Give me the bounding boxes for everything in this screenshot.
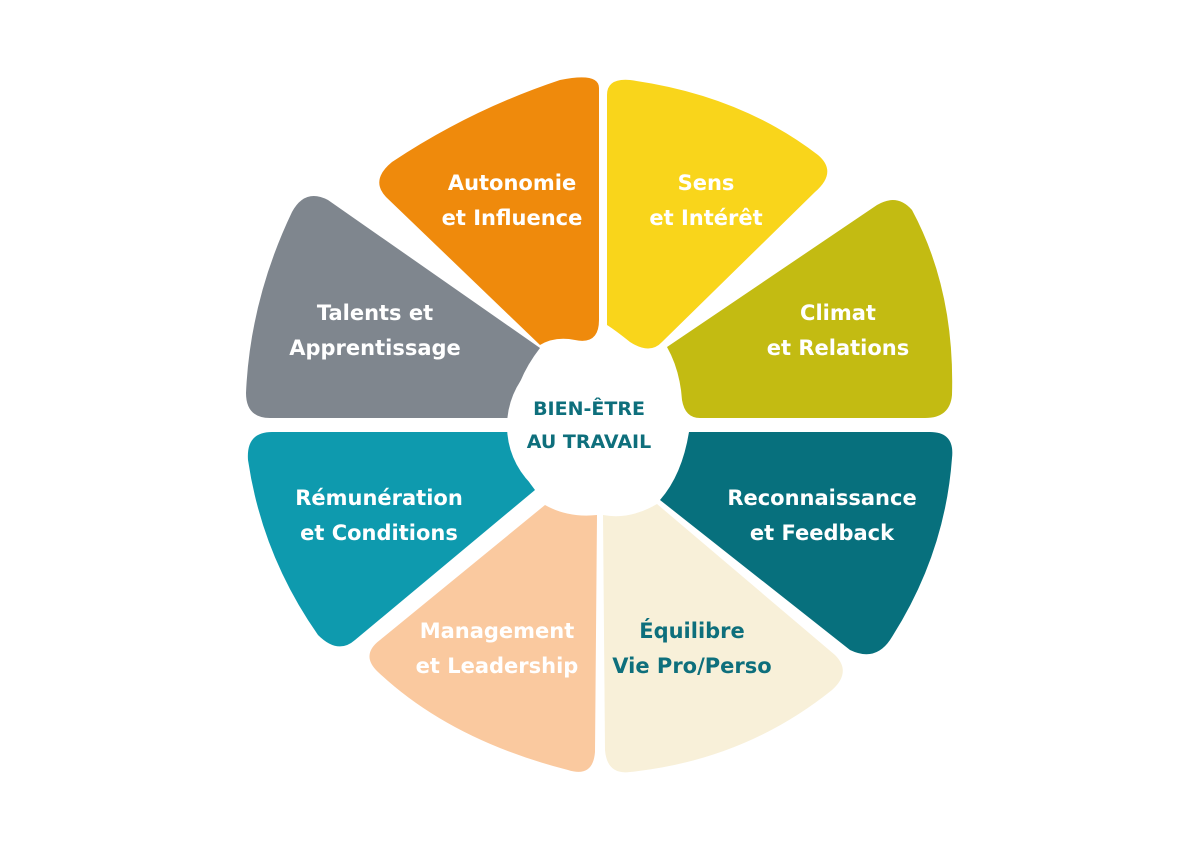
segment-talents-line1: Talents et <box>316 301 434 325</box>
center-hub: BIEN-ÊTRE AU TRAVAIL <box>507 344 671 508</box>
petal-reconnaissance <box>660 432 953 655</box>
segment-label-sens: Sens et Intérêt <box>601 166 811 236</box>
petal-autonomie <box>379 77 599 345</box>
segment-label-talents: Talents et Apprentissage <box>265 296 485 366</box>
petal-equilibre <box>603 504 843 773</box>
segment-climat-line2: et Relations <box>766 336 910 360</box>
segment-label-reconnaissance: Reconnaissance et Feedback <box>712 481 932 551</box>
segment-equilibre-line2: Vie Pro/Perso <box>612 654 772 678</box>
segment-label-climat: Climat et Relations <box>733 296 943 366</box>
center-title-line1: BIEN-ÊTRE <box>533 398 645 420</box>
segment-reconnaissance-line2: et Feedback <box>749 521 895 545</box>
center-title-line2: AU TRAVAIL <box>526 431 652 453</box>
segment-label-autonomie: Autonomie et Influence <box>407 166 617 236</box>
segment-climat-line1: Climat <box>800 301 876 325</box>
segment-label-equilibre: Équilibre Vie Pro/Perso <box>587 614 797 684</box>
segment-label-management: Management et Leadership <box>392 614 602 684</box>
petal-management <box>369 505 597 772</box>
segment-sens-line1: Sens <box>677 171 735 195</box>
segment-remuneration-line1: Rémunération <box>295 486 463 510</box>
segment-autonomie-line2: et Influence <box>441 206 583 230</box>
segment-equilibre-line1: Équilibre <box>639 619 745 643</box>
segment-talents-line2: Apprentissage <box>289 336 461 360</box>
segment-management-line2: et Leadership <box>415 654 579 678</box>
petal-talents <box>246 196 540 418</box>
segment-label-remuneration: Rémunération et Conditions <box>269 481 489 551</box>
petal-sens <box>607 79 828 349</box>
segment-sens-line2: et Intérêt <box>649 206 763 230</box>
segment-management-line1: Management <box>419 619 575 643</box>
petal-climat <box>667 200 953 418</box>
segment-remuneration-line2: et Conditions <box>300 521 458 545</box>
petal-remuneration <box>247 432 535 647</box>
segment-autonomie-line1: Autonomie <box>447 171 577 195</box>
segment-reconnaissance-line1: Reconnaissance <box>727 486 917 510</box>
